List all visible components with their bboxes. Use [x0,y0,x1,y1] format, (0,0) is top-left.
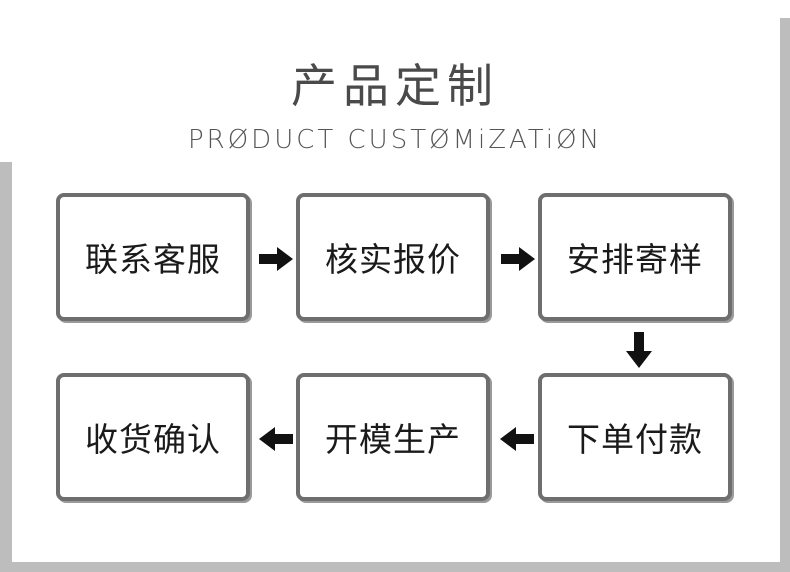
step-label: 收货确认 [85,420,221,459]
step-receive-confirm: 收货确认 [56,373,250,501]
page-title: 产品定制 [291,59,499,113]
arrow-down-icon [626,332,652,368]
step-verify-quote: 核实报价 [296,193,490,321]
arrow-left-icon [500,427,534,451]
frame-bottom-band [0,562,790,572]
step-mold-production: 开模生产 [296,373,490,501]
step-label: 开模生产 [325,420,461,459]
step-contact-service: 联系客服 [56,193,250,321]
step-label: 联系客服 [85,240,221,279]
step-label: 下单付款 [567,420,703,459]
arrow-right-icon [501,247,535,271]
step-label: 核实报价 [325,240,461,279]
frame-left-band [0,162,12,572]
step-order-payment: 下单付款 [538,373,732,501]
step-arrange-sample: 安排寄样 [538,193,732,321]
arrow-left-icon [259,427,293,451]
frame-right-band [780,18,790,572]
step-label: 安排寄样 [567,240,703,279]
arrow-right-icon [259,247,293,271]
page-subtitle: PRØDUCT CUSTØMiZATiØN [187,125,603,155]
